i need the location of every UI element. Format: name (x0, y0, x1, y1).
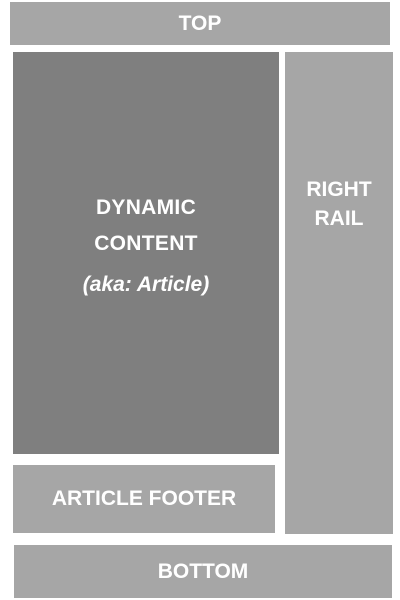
article-footer-label: ARTICLE FOOTER (51, 487, 237, 510)
top-region: TOP (10, 2, 390, 45)
right-rail-region: RIGHT RAIL (285, 52, 393, 534)
right-rail-label-line-1: RIGHT (306, 178, 372, 201)
dynamic-content-subtitle: (aka: Article) (82, 273, 210, 296)
article-footer-region: ARTICLE FOOTER (13, 465, 275, 533)
dynamic-content-title-line-1: DYNAMIC (95, 196, 197, 219)
right-rail-label-line-2: RAIL (314, 207, 364, 230)
bottom-region-label: BOTTOM (157, 559, 249, 583)
top-region-label: TOP (178, 11, 222, 35)
dynamic-content-title-line-2: CONTENT (94, 232, 198, 255)
dynamic-content-region: DYNAMIC CONTENT (aka: Article) (13, 52, 279, 454)
bottom-region: BOTTOM (14, 545, 392, 598)
